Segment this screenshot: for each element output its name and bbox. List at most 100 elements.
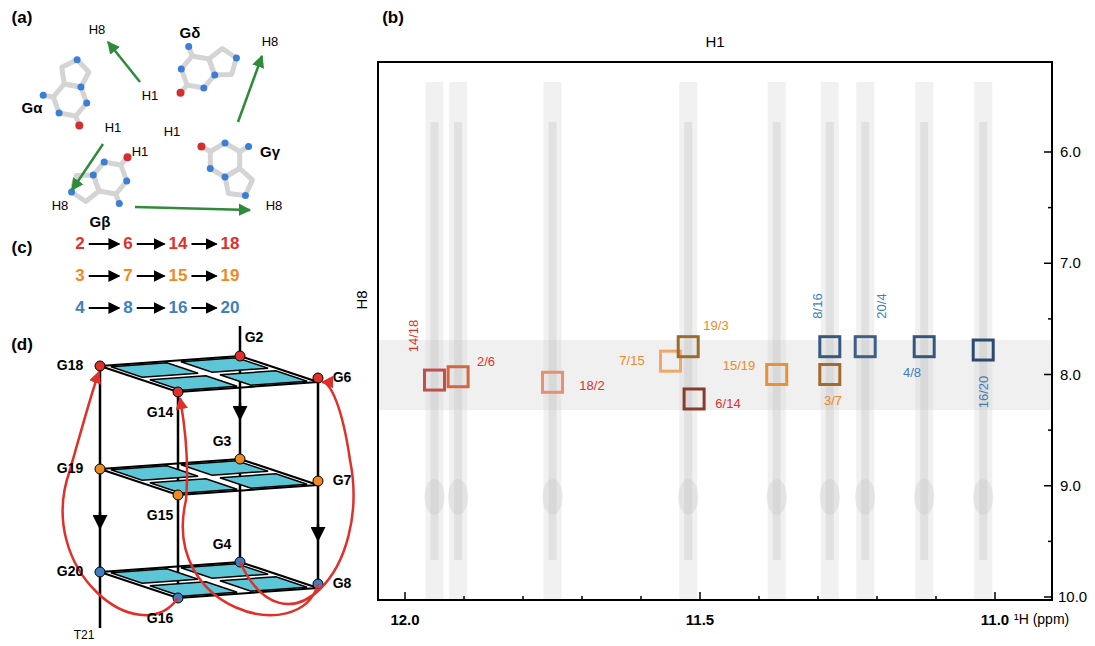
- guanine-dot: [235, 351, 245, 361]
- spectral-streak: [974, 82, 992, 600]
- strand-arrow: [99, 513, 102, 523]
- text-label: G4: [213, 537, 232, 552]
- text-label: 19/3: [703, 319, 728, 333]
- nitrogen-atom: [211, 71, 218, 78]
- peak-box: [820, 337, 840, 357]
- quartet-plane: [100, 562, 318, 598]
- axis-tick: [1044, 485, 1052, 487]
- text-label: G19: [57, 461, 83, 476]
- peak-box: [767, 365, 787, 385]
- peak-box: [543, 372, 563, 392]
- nitrogen-atom: [178, 66, 185, 73]
- axis-tick: [817, 596, 819, 600]
- guanine-dot: [313, 373, 323, 383]
- peak-box: [914, 337, 934, 357]
- nitrogen-atom: [245, 143, 252, 150]
- residue-number: 7: [120, 266, 135, 287]
- axis-tick: [1044, 263, 1052, 265]
- sequence-arrow: [191, 307, 216, 309]
- axis-tick: [1044, 151, 1052, 153]
- text-label: 3/7: [824, 394, 842, 408]
- residue-number: 6: [120, 234, 135, 255]
- hexagon-ring: [53, 84, 86, 116]
- text-label: H1: [132, 145, 149, 159]
- g-quartet-structure: [40, 42, 262, 210]
- guanine-tile: [111, 569, 198, 583]
- text-label: 11.0: [981, 612, 1009, 629]
- text-label: 4/8: [903, 366, 921, 380]
- loop: [240, 382, 354, 604]
- pentagon-ring: [72, 175, 100, 202]
- sequence-arrow: [191, 243, 216, 245]
- sequence-arrow: [89, 307, 120, 309]
- strand-arrow: [239, 404, 242, 414]
- text-label: 6/14: [715, 397, 740, 411]
- panel-label: (a): [12, 9, 33, 28]
- sequence-arrow: [137, 307, 165, 309]
- node-text: 14: [169, 234, 188, 253]
- pentagon-ring: [225, 169, 252, 196]
- text-label: H1: [164, 125, 181, 139]
- node-text: 4: [75, 298, 84, 317]
- text-label: 14/18: [407, 320, 421, 353]
- axis-tick: [463, 596, 465, 600]
- residue-number: 16: [166, 298, 191, 319]
- residue-number: 3: [72, 266, 87, 287]
- peak-box: [973, 340, 993, 360]
- nitrogen-atom: [90, 172, 97, 179]
- text-label: Gγ: [260, 144, 280, 161]
- axis-tick: [699, 592, 701, 600]
- spectral-streak: [915, 82, 933, 600]
- pentagon-ring: [62, 60, 89, 87]
- nitrogen-atom: [185, 43, 192, 50]
- panel-label: (b): [382, 9, 404, 28]
- text-label: G7: [333, 473, 352, 488]
- guanine-tile: [150, 582, 237, 596]
- spectral-streak: [856, 82, 874, 600]
- guanine-tile: [220, 371, 307, 385]
- text-label: H8: [52, 199, 69, 213]
- cross-peak: [448, 479, 468, 515]
- nitrogen-atom: [200, 84, 207, 91]
- text-label: 2/6: [477, 355, 495, 369]
- oxygen-atom: [197, 142, 205, 150]
- text-label: G8: [333, 576, 352, 591]
- nitrogen-atom: [101, 159, 108, 166]
- residue-number: 19: [218, 266, 243, 287]
- text-label: 16/20: [977, 376, 991, 409]
- axis-tick: [758, 596, 760, 600]
- cross-peak: [767, 479, 787, 515]
- text-label: 10.0: [1058, 589, 1087, 606]
- text-label: 20/4: [875, 293, 889, 318]
- text-label: 9.0: [1060, 478, 1081, 495]
- axis-tick: [522, 596, 524, 600]
- guanine-tile: [220, 577, 307, 591]
- text-label: 15/19: [723, 359, 756, 373]
- node-text: 6: [123, 234, 132, 253]
- guanine-tile: [111, 466, 198, 480]
- peak-box: [425, 370, 445, 390]
- axis-tick: [1044, 596, 1052, 598]
- node-text: 18: [221, 234, 240, 253]
- cross-peak: [855, 479, 875, 515]
- quartet-plane: [100, 459, 318, 495]
- nitrogen-atom: [242, 192, 249, 199]
- text-label: G20: [57, 564, 83, 579]
- text-label: G14: [147, 405, 173, 420]
- cross-peak: [973, 479, 993, 515]
- node-text: 19: [221, 266, 240, 285]
- text-label: Gδ: [180, 25, 201, 42]
- cross-peak: [678, 479, 698, 515]
- nitrogen-atom: [221, 173, 228, 180]
- node-text: 3: [75, 266, 84, 285]
- text-label: 8/16: [811, 293, 825, 318]
- residue-number: 20: [218, 298, 243, 319]
- cross-peak: [543, 479, 563, 515]
- text-label: H8: [262, 35, 279, 49]
- spectral-streak: [449, 82, 467, 600]
- text-label: 7/15: [619, 354, 644, 368]
- residue-number: 8: [120, 298, 135, 319]
- nitrogen-atom: [222, 140, 229, 147]
- spectral-streak: [821, 82, 839, 600]
- nitrogen-atom: [123, 177, 130, 184]
